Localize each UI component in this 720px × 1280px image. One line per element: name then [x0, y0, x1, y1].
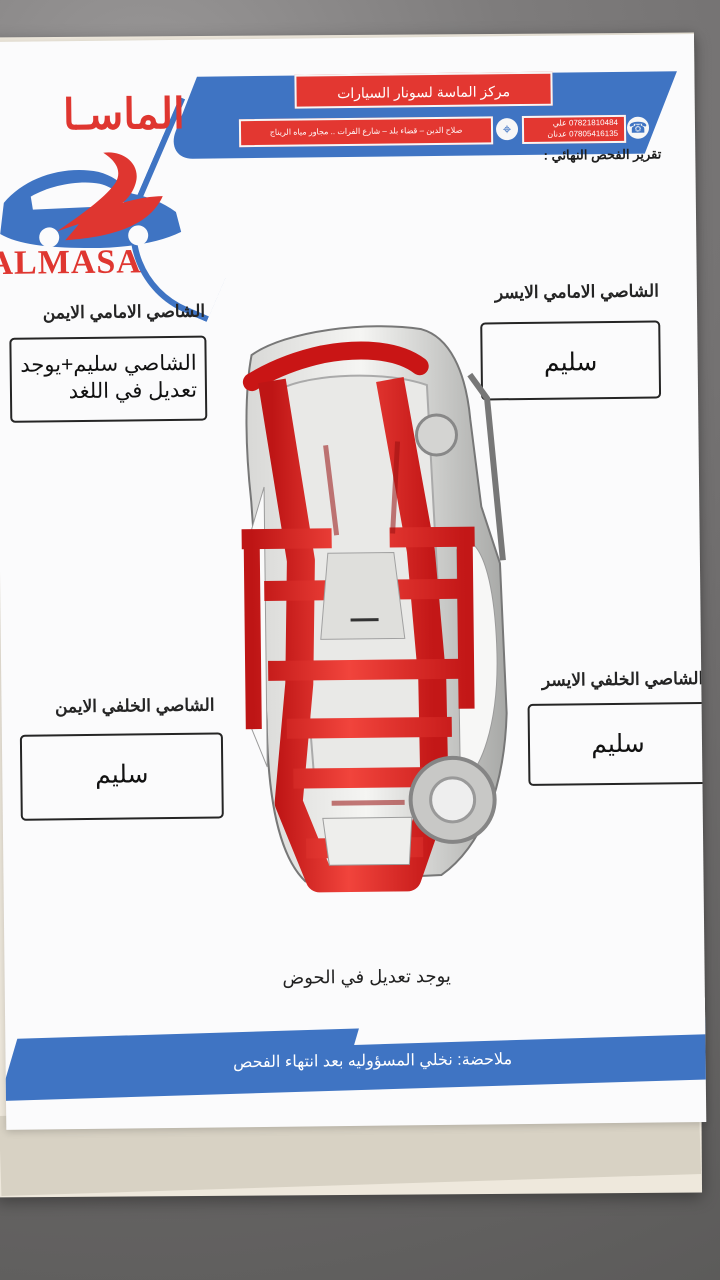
phone-box: 07821810484 علي 07805416135 عدنان [521, 114, 627, 145]
car-chassis-diagram-icon [241, 325, 508, 893]
contact-strip: صلاح الدين – قضاء بلد – شارع الفرات .. م… [238, 114, 655, 150]
front-right-label: الشاصي الامامي الايمن [42, 301, 206, 323]
front-right-value-line-2: تعديل في اللغد [68, 378, 198, 404]
inspection-report-sheet: الماسـا ALMASA مركز الماسة لسونار السيار… [0, 34, 707, 1130]
final-inspection-title: تقرير الفحص النهائي : [543, 146, 662, 163]
front-right-value-box: الشاصي سليم+يوجد تعديل في اللغد [9, 335, 208, 423]
phone-icon: ☎ [626, 116, 650, 139]
rear-right-label: الشاصي الخلفي الايمن [54, 695, 215, 717]
car-logo-icon [0, 152, 182, 249]
rear-left-label: الشاصي الخلفي الايسر [541, 668, 704, 690]
front-right-value-line-1: الشاصي سليم+يوجد [20, 351, 197, 377]
logo-latin-name: ALMASA [0, 243, 143, 283]
rear-right-value-box: سليم [19, 732, 224, 821]
front-left-label: الشاصي الامامي الايسر [494, 281, 659, 303]
inspection-center-name: مركز الماسة لسونار السيارات [294, 71, 553, 109]
address-box: صلاح الدين – قضاء بلد – شارع الفرات .. م… [238, 116, 494, 148]
location-pin-icon: ⌖ [495, 118, 519, 141]
almasa-logo: الماسـا ALMASA [0, 66, 202, 298]
inspection-body-note: يوجد تعديل في الحوض [282, 965, 451, 988]
logo-arabic-name: الماسـا [62, 89, 186, 139]
rear-left-value-box: سليم [527, 701, 707, 786]
phone-number-2: 07805416135 عدنان [547, 128, 619, 139]
